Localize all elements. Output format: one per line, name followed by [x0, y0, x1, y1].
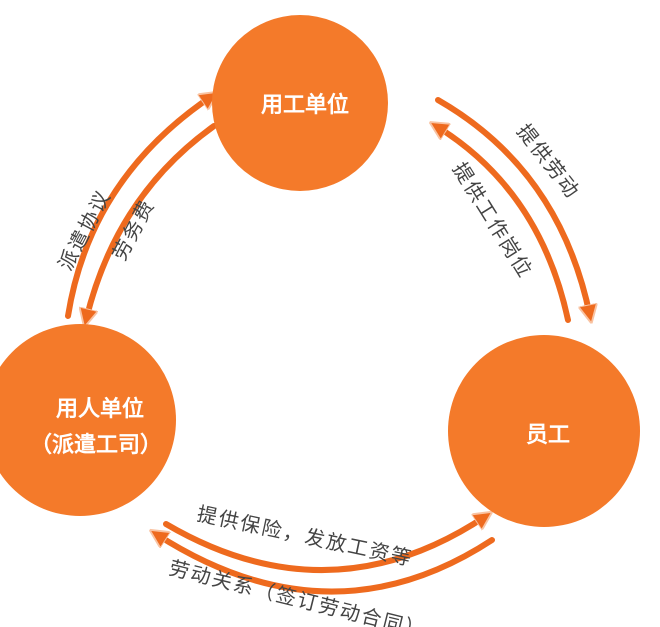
arrow-labor-relation — [156, 534, 495, 595]
node-employer-label: 用工单位 — [261, 92, 349, 118]
node-employee-label: 员工 — [526, 423, 570, 448]
node-dispatcher: 用人单位 （派遣工司） — [0, 324, 176, 516]
node-employee: 员工 — [448, 335, 640, 527]
node-dispatcher-label-line1: 用人单位 — [56, 396, 144, 422]
label-insurance-wages: 提供保险，发放工资等 — [195, 501, 415, 570]
arrow-dispatch-agreement — [65, 96, 212, 319]
arrow-provide-job — [435, 97, 590, 316]
arrow-service-fee — [86, 123, 217, 320]
arrow-provide-labor — [436, 126, 571, 323]
arrow-insurance-wages — [163, 516, 486, 574]
node-employer: 用工单位 — [212, 15, 388, 191]
label-service-fee: 劳务费 — [107, 195, 159, 265]
label-provide-labor: 提供劳动 — [512, 119, 585, 203]
node-dispatcher-label-line2: （派遣工司） — [30, 433, 162, 458]
